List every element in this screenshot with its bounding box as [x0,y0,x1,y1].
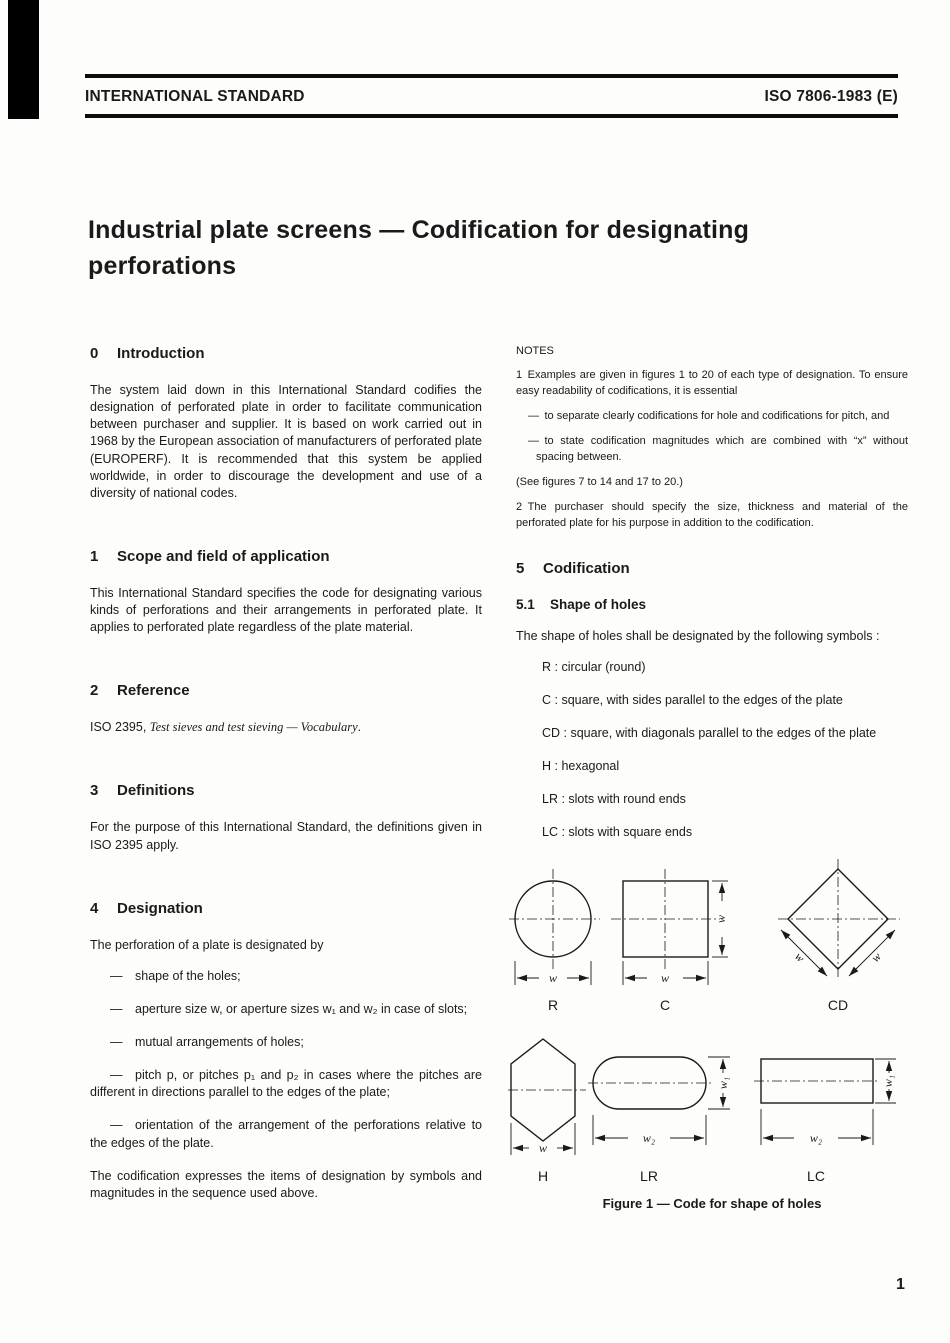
right-column: NOTES 1 Examples are given in figures 1 … [508,345,908,1212]
designation-item: — aperture size w, or aperture sizes w₁ … [110,1001,468,1016]
note-1: 1 Examples are given in figures 1 to 20 … [516,369,908,397]
symbol-definition: R : circular (round) [542,659,646,674]
dim-label-w: w [661,971,669,985]
section-1-paragraph: This International Standard specifies th… [90,585,482,635]
dim-label-w: w [714,915,728,923]
figure-label-lc: LC [807,1168,825,1184]
designation-item: — mutual arrangements of holes; [110,1035,304,1049]
section-3-title: Definitions [117,782,195,800]
figure-label-r: R [548,997,558,1013]
section-5-1-title: Shape of holes [550,596,647,612]
figure-label-cd: CD [828,997,848,1013]
note-1-item: — to state codification magnitudes which… [528,434,908,463]
page-header: INTERNATIONAL STANDARD ISO 7806-1983 (E) [85,88,898,106]
section-0-number: 0 [90,345,99,362]
figure-shape-slot-lr: w₁ w₂ LR [588,1056,730,1184]
notes-heading: NOTES [516,345,554,357]
section-1-heading: 1 Scope and field of application [90,548,482,565]
section-0-title: Introduction [117,345,205,362]
section-5-1-heading: 5.1 Shape of holes [516,597,908,612]
note-1-see: (See figures 7 to 14 and 17 to 20.) [516,475,683,488]
note-1-item: — to separate clearly codifications for … [528,409,890,422]
figure-label-h: H [538,1168,548,1184]
dim-label-w: w [792,950,808,966]
section-2-heading: 2 Reference [90,682,482,699]
section-4-number: 4 [90,899,99,917]
header-rule-top [85,74,898,78]
dim-label-w1: w₁ [716,1077,730,1089]
section-5-title: Codification [543,559,630,577]
designation-item: — orientation of the arrangement of the … [90,1118,482,1150]
symbol-definition: LR : slots with round ends [542,792,686,807]
note-2: 2 The purchaser should specify the size,… [516,500,908,529]
figure-shape-diamond-cd: w w CD [778,859,900,1013]
left-column: 0 Introduction The system laid down in th… [90,345,482,1216]
designation-outro: The codification expresses the items of … [90,1168,482,1200]
symbol-definition: CD : square, with diagonals parallel to … [542,725,877,740]
dim-label-w: w [868,950,884,966]
page-title: Industrial plate screens — Codification … [88,216,750,281]
figure-shape-hexagon-h: w H [508,1038,586,1184]
designation-item: — pitch p, or pitches p₁ and p₂ in cases… [90,1068,482,1100]
section-3-paragraph: For the purpose of this International St… [90,820,482,852]
symbol-definition: C : square, with sides parallel to the e… [542,692,843,707]
designation-item: — shape of the holes; [110,968,241,983]
header-rule-bottom [85,114,898,118]
symbol-definition: LC : slots with square ends [542,825,693,840]
figure-label-c: C [660,997,670,1013]
section-5-1-number: 5.1 [516,596,535,612]
dim-label-w2: w₂ [643,1131,655,1145]
citation-title: Test sieves and test sieving — Vocabular… [149,720,358,735]
figure-shape-slot-lc: w₁ w₂ LC [754,1058,896,1184]
figure-1-caption: Figure 1 — Code for shape of holes [602,1196,822,1212]
header-left-text: INTERNATIONAL STANDARD [85,88,305,105]
section-4-title: Designation [117,899,203,917]
section-1-number: 1 [90,547,99,565]
figure-1: w R w w C [508,857,908,1212]
dim-label-w2: w₂ [810,1131,822,1145]
figure-shape-square-c: w w C [611,869,728,1013]
reference-citation: ISO 2395, Test sieves and test sieving —… [90,719,482,736]
dim-label-w: w [539,1141,547,1155]
section-5-number: 5 [516,559,525,577]
dim-label-w1: w₁ [881,1075,895,1087]
figure-label-lr: LR [640,1168,658,1184]
symbol-definition: H : hexagonal [542,759,620,773]
section-3-heading: 3 Definitions [90,782,482,799]
designation-intro: The perforation of a plate is designated… [90,937,324,952]
dim-label-w: w [549,971,557,985]
page-number: 1 [896,1276,905,1293]
section-0-paragraph: The system laid down in this Internation… [90,383,482,500]
section-2-title: Reference [117,682,190,700]
section-2-number: 2 [90,682,99,700]
scan-artifact [8,0,39,119]
section-0-heading: 0 Introduction [90,345,482,362]
codification-intro: The shape of holes shall be designated b… [516,628,880,643]
section-5-heading: 5 Codification [516,560,908,577]
header-right-text: ISO 7806-1983 (E) [764,88,898,105]
figure-1-drawing: w R w w C [508,859,900,1184]
section-1-title: Scope and field of application [117,547,330,565]
figure-shape-circle-r: w R [509,869,600,1013]
citation-prefix: ISO 2395, [90,720,150,735]
citation-suffix: . [357,720,362,735]
section-4-heading: 4 Designation [90,900,482,917]
section-3-number: 3 [90,782,99,800]
